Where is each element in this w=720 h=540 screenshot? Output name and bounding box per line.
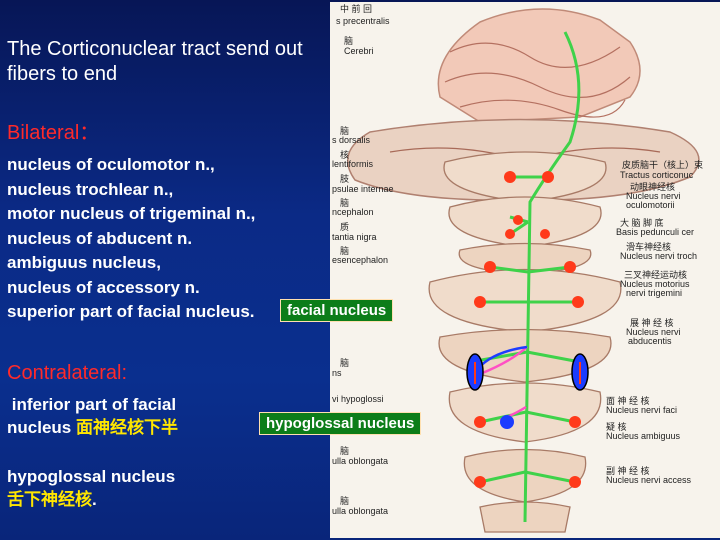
contralateral-heading: Contralateral: (7, 362, 128, 384)
hypoglossal-nucleus-callout: hypoglossal nucleus (259, 412, 422, 435)
diagram-label: ulla oblongata (332, 456, 388, 466)
diagram-label: Nucleus nervi (626, 327, 681, 337)
list-item: nucleus trochlear n., (7, 179, 174, 199)
diagram-label: 中 前 回 (340, 3, 372, 14)
diagram-label: 动眼神经核 (630, 181, 675, 192)
diagram-label: 脑 (340, 125, 349, 136)
diagram-label: nervi trigemini (626, 288, 682, 298)
diagram-label: ns (332, 368, 342, 378)
diagram-label: Nucleus nervi troch (620, 251, 697, 261)
diagram-label: 脑 (340, 197, 349, 208)
list-item: superior part of facial nucleus. (7, 302, 255, 321)
chinese-label: 面神经核下半 (75, 418, 178, 437)
list-item: motor nucleus of trigeminal n., (7, 204, 256, 223)
diagram-label: tantia nigra (332, 232, 377, 242)
diagram-label: 疑 核 (606, 421, 627, 432)
chinese-label: 舌下神经核 (7, 490, 92, 509)
diagram-label: 大 脑 脚 底 (620, 217, 664, 228)
diagram-label: abducentis (628, 336, 672, 346)
brainstem-diagram: 中 前 回 s precentralis 脑 Cerebri 脑 s dorsa… (330, 2, 720, 538)
diagram-label: 皮质脑干（核上）束 (622, 159, 703, 170)
diagram-label: Nucleus nervi access (606, 475, 692, 485)
diagram-label: Nucleus motorius (620, 279, 690, 289)
contralateral-line: inferior part of facial (7, 395, 177, 414)
bilateral-list: nucleus of oculomotor n., nucleus trochl… (7, 153, 337, 325)
diagram-label: Cerebri (344, 46, 374, 56)
period: . (92, 490, 97, 509)
diagram-label: 面 神 经 核 (606, 395, 650, 406)
diagram-label: Nucleus ambiguus (606, 431, 681, 441)
midbrain-sections (443, 151, 607, 275)
list-item: nucleus of oculomotor n., (7, 155, 215, 174)
diagram-label: 核 (340, 149, 349, 160)
cerebral-cortex (437, 8, 641, 123)
diagram-label: Nucleus nervi faci (606, 405, 677, 415)
diagram-label: s dorsalis (332, 135, 371, 145)
diagram-label: Basis pedunculi cer (616, 227, 694, 237)
diagram-label: lentiformis (332, 159, 374, 169)
diagram-label: 三叉神经运动核 (624, 269, 687, 280)
diagram-label: 脑 (340, 357, 349, 368)
diagram-label: psulae internae (332, 184, 394, 194)
diagram-label: Nucleus nervi (626, 191, 681, 201)
left-labels: 中 前 回 s precentralis 脑 Cerebri 脑 s dorsa… (332, 3, 394, 516)
nuclei-markers (474, 171, 584, 488)
diagram-label: ulla oblongata (332, 506, 388, 516)
diagram-label: 副 神 经 核 (606, 465, 650, 476)
bilateral-heading: Bilateral： (7, 122, 100, 144)
list-item: nucleus of accessory n. (7, 277, 200, 297)
list-item: nucleus of abducent n. (7, 228, 193, 248)
contralateral-item-hypoglossal: hypoglossal nucleus 舌下神经核. (7, 465, 175, 511)
diagram-label: 脑 (340, 495, 349, 506)
diagram-label: 肢 (340, 173, 349, 184)
diagram-label: 脑 (340, 445, 349, 456)
diagram-label: 脑 (344, 35, 353, 46)
facial-nuclei-outline (466, 353, 589, 429)
diagram-label: Tractus corticonuc (620, 170, 694, 180)
list-item: ambiguus nucleus, (7, 253, 161, 272)
slide-title: The Corticonuclear tract send out fibers… (7, 38, 303, 85)
contralateral-line: nucleus (7, 418, 76, 437)
diagram-label: vi hypoglossi (332, 394, 384, 404)
diagram-label: esencephalon (332, 255, 388, 265)
diagram-label: 质 (340, 221, 349, 232)
contralateral-line: hypoglossal nucleus (7, 467, 176, 486)
contralateral-item-facial: inferior part of facial nucleus 面神经核下半 (7, 393, 178, 439)
diagram-label: 脑 (340, 245, 349, 256)
facial-nucleus-callout: facial nucleus (280, 299, 394, 322)
diagram-label: 滑车神经核 (626, 241, 671, 252)
diagram-label: oculomotorii (626, 200, 675, 210)
right-labels: 皮质脑干（核上）束 Tractus corticonuc 动眼神经核 Nucle… (606, 159, 703, 485)
text-panel: The Corticonuclear tract send out fibers… (0, 0, 330, 540)
diagram-label: s precentralis (336, 16, 390, 26)
diagram-label: ncephalon (332, 207, 374, 217)
diagram-label: 展 神 经 核 (630, 317, 674, 328)
